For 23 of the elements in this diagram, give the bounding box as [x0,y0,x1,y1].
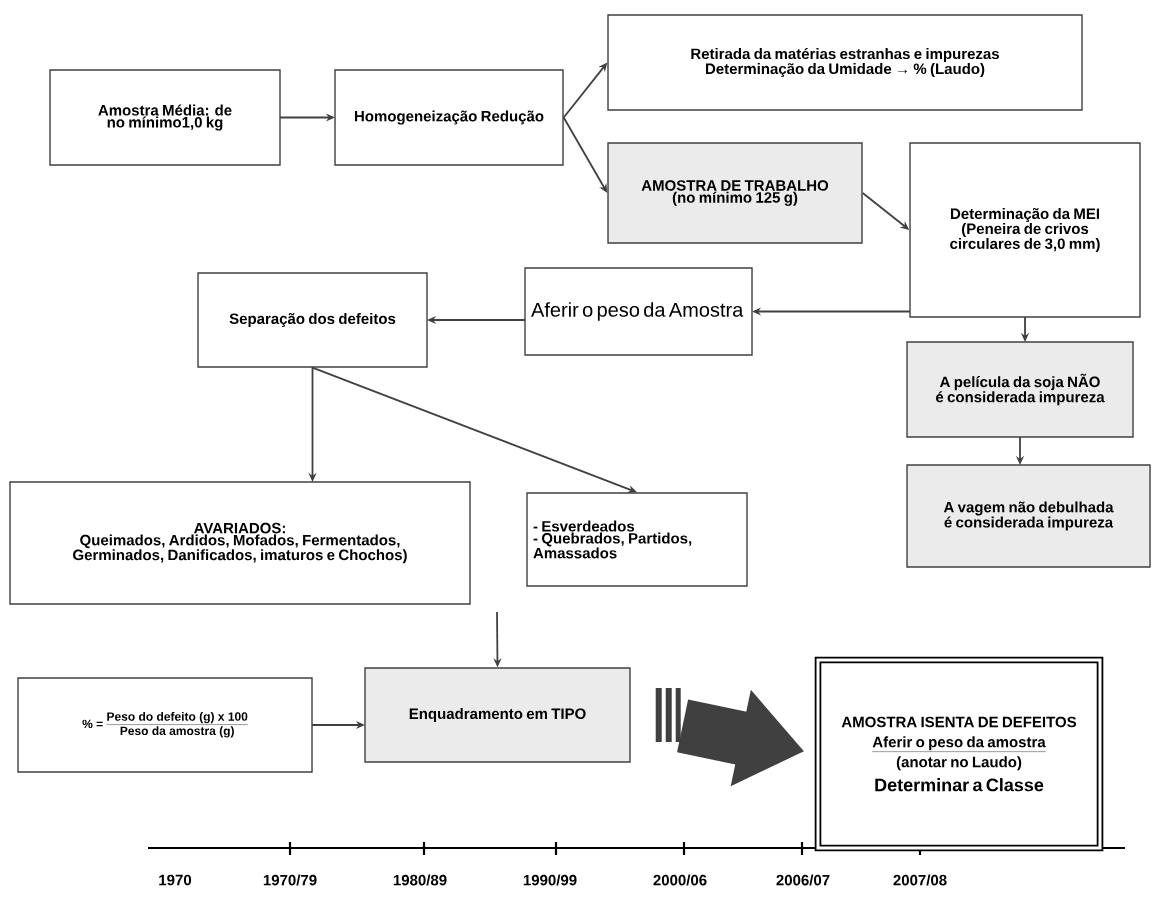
result-box: AMOSTRA ISENTA DE DEFEITOS Aferir o peso da amostra (anotar no Laudo) Determinar a Classe [814,656,1104,852]
process-box: Amostra Média: de no mínimo1,0 kg [49,69,281,166]
process-box: A vagem não debulhada é considerada impureza [906,464,1151,568]
process-box: - Esverdeados - Quebrados, Partidos, Amassados [526,492,748,587]
process-box: Separação dos defeitos [197,272,428,368]
process-box: Retirada da matérias estranhas e impurezas Determinação da Umidade → % (Laudo) [607,14,1083,111]
process-box: AMOSTRA DE TRABALHO (no mínimo 125 g) [607,142,863,244]
process-box: Enquadramento em TIPO [364,667,631,763]
process-box: AVARIADOS: Queimados, Ardidos, Mofados, Fermentados, Germinados, Danificados, imaturos e Chochos) [9,481,471,605]
process-box: Aferir o peso da Amostra [524,267,753,356]
timeline-label: 2006/07 [776,874,830,886]
process-box: Determinação da MEI (Peneira de crivos circulares de 3,0 mm) [909,142,1141,318]
formula-box: % = Peso do defeito (g) x 100 Peso da amostra (g) [17,677,313,773]
timeline-label: 2000/06 [653,874,707,886]
process-box: Homogeneização Redução [334,69,564,166]
timeline-label: 1980/89 [393,874,447,886]
timeline-label: 2007/08 [893,874,947,886]
arrow [311,366,637,493]
timeline-label: 1970 [159,874,192,886]
timeline-label: 1990/99 [523,874,577,886]
arrow [562,116,608,193]
process-box: A película da soja NÃO é considerada impureza [906,341,1134,438]
timeline-label: 1970/79 [263,874,317,886]
